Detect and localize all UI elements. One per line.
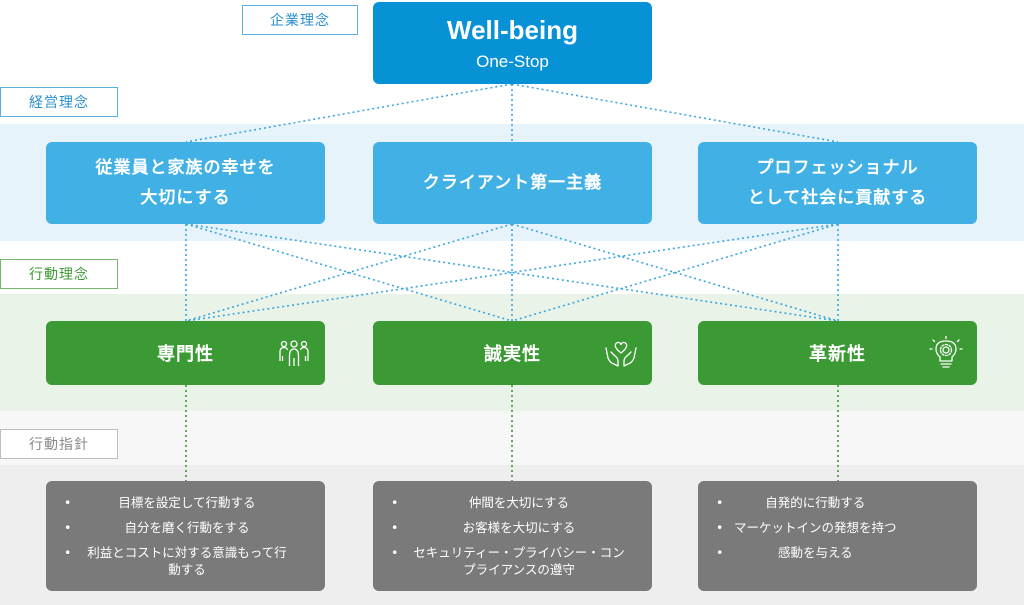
guideline-box-2: 仲間を大切にする お客様を大切にする セキュリティー・プライバシー・コンプライア…: [373, 481, 652, 591]
management-philosophy-label: 経営理念: [29, 95, 89, 111]
management-philosophy-tag: 経営理念: [0, 87, 118, 117]
action-philosophy-label: 行動理念: [29, 267, 89, 283]
management-box-1-line2: 大切にする: [140, 188, 231, 208]
management-box-2-line1: クライアント第一主義: [422, 173, 603, 193]
management-box-2: クライアント第一主義: [373, 142, 652, 224]
lightbulb-gear-icon: [929, 336, 963, 368]
management-box-1-line1: 従業員と家族の幸せを: [95, 158, 276, 178]
action-box-integrity-label: 誠実性: [484, 344, 541, 365]
action-guideline-tag: 行動指針: [0, 429, 118, 459]
team-icon: [279, 340, 309, 366]
guideline-list-1: 目標を設定して行動する 自分を磨く行動をする 利益とコストに対する意識もって行動…: [64, 494, 292, 586]
action-philosophy-tag: 行動理念: [0, 259, 118, 289]
guideline-item: お客様を大切にする: [391, 519, 629, 536]
management-box-3-line2: として社会に貢献する: [747, 188, 928, 208]
guideline-box-3: 自発的に行動する マーケットインの発想を持つ 感動を与える: [698, 481, 977, 591]
management-box-3: プロフェッショナル として社会に貢献する: [698, 142, 977, 224]
corporate-philosophy-box: Well-being One-Stop: [373, 2, 652, 84]
guideline-item: マーケットインの発想を持つ: [716, 519, 897, 536]
management-box-1: 従業員と家族の幸せを 大切にする: [46, 142, 325, 224]
top-subtitle: One-Stop: [476, 51, 549, 71]
guideline-item: 目標を設定して行動する: [64, 494, 292, 511]
action-box-innovation-label: 革新性: [809, 344, 866, 365]
guideline-list-3: 自発的に行動する マーケットインの発想を持つ 感動を与える: [716, 494, 897, 569]
action-box-innovation: 革新性: [698, 321, 977, 385]
guideline-item: 感動を与える: [716, 544, 897, 561]
action-box-expertise: 専門性: [46, 321, 325, 385]
guideline-item: 自分を磨く行動をする: [64, 519, 292, 536]
corporate-philosophy-label: 企業理念: [270, 13, 330, 29]
guideline-item: 仲間を大切にする: [391, 494, 629, 511]
guideline-list-2: 仲間を大切にする お客様を大切にする セキュリティー・プライバシー・コンプライア…: [391, 494, 629, 586]
guideline-item: セキュリティー・プライバシー・コンプライアンスの遵守: [391, 544, 629, 578]
guideline-box-1: 目標を設定して行動する 自分を磨く行動をする 利益とコストに対する意識もって行動…: [46, 481, 325, 591]
guideline-item: 利益とコストに対する意識もって行動する: [64, 544, 292, 578]
guideline-item: 自発的に行動する: [716, 494, 897, 511]
action-box-expertise-label: 専門性: [157, 344, 214, 365]
action-box-integrity: 誠実性: [373, 321, 652, 385]
action-guideline-label: 行動指針: [29, 437, 89, 453]
top-title: Well-being: [447, 14, 578, 45]
corporate-philosophy-tag: 企業理念: [242, 5, 358, 35]
heart-hands-icon: [605, 341, 637, 367]
management-box-3-line1: プロフェッショナル: [756, 158, 919, 178]
